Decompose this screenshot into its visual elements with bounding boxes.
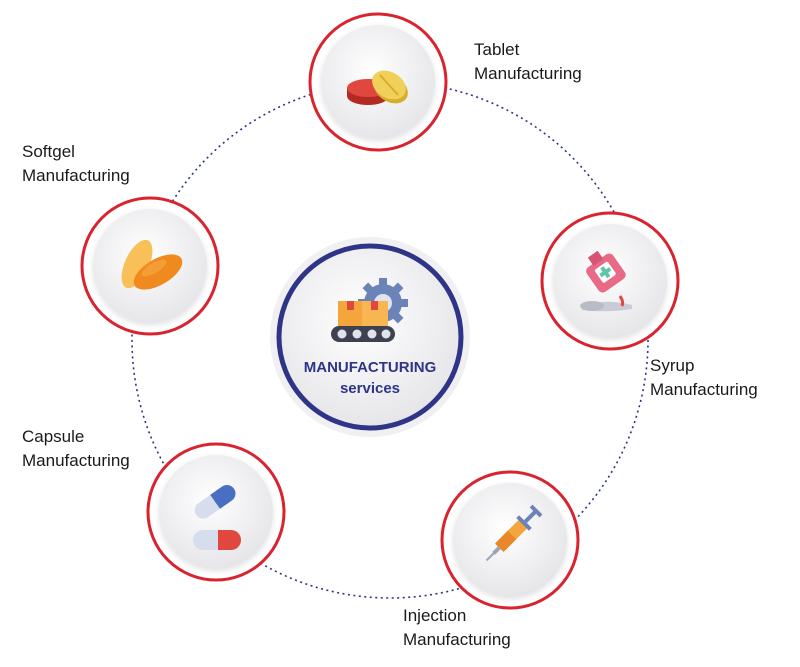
injection-node	[440, 470, 580, 610]
injection-label-line1: Injection	[403, 606, 467, 625]
conveyor-boxes-gear-icon	[331, 278, 408, 342]
syrup-label-line1: Syrup	[650, 356, 695, 375]
center-title-line2: services	[340, 380, 400, 397]
capsule-label-line2: Manufacturing	[22, 451, 130, 470]
softgel-label: Softgel Manufacturing	[22, 140, 130, 188]
syrup-bottle-spoon-icon	[580, 250, 632, 312]
injection-label-line2: Manufacturing	[403, 630, 511, 649]
softgel-label-line1: Softgel	[22, 142, 75, 161]
capsule-label-line1: Capsule	[22, 427, 85, 446]
capsule-icon	[193, 485, 241, 550]
center-title-line1: MANUFACTURING	[304, 359, 437, 376]
softgel-icon	[121, 239, 183, 290]
syringe-icon	[485, 504, 543, 562]
syrup-label: Syrup Manufacturing	[650, 354, 758, 402]
tablet-label-line1: Tablet	[474, 40, 520, 59]
tablet-node	[308, 12, 448, 152]
tablet-label-line2: Manufacturing	[474, 64, 582, 83]
injection-label: Injection Manufacturing	[403, 604, 511, 652]
syrup-label-line2: Manufacturing	[650, 380, 758, 399]
tablet-label: Tablet Manufacturing	[474, 38, 582, 86]
capsule-label: Capsule Manufacturing	[22, 425, 130, 473]
center-node: MANUFACTURING services	[270, 237, 470, 437]
tablet-pills-icon	[347, 70, 408, 105]
softgel-label-line2: Manufacturing	[22, 166, 130, 185]
syrup-node	[540, 211, 680, 351]
orbit-dotted-path	[131, 81, 649, 599]
softgel-node	[80, 196, 220, 336]
capsule-node	[146, 442, 286, 582]
